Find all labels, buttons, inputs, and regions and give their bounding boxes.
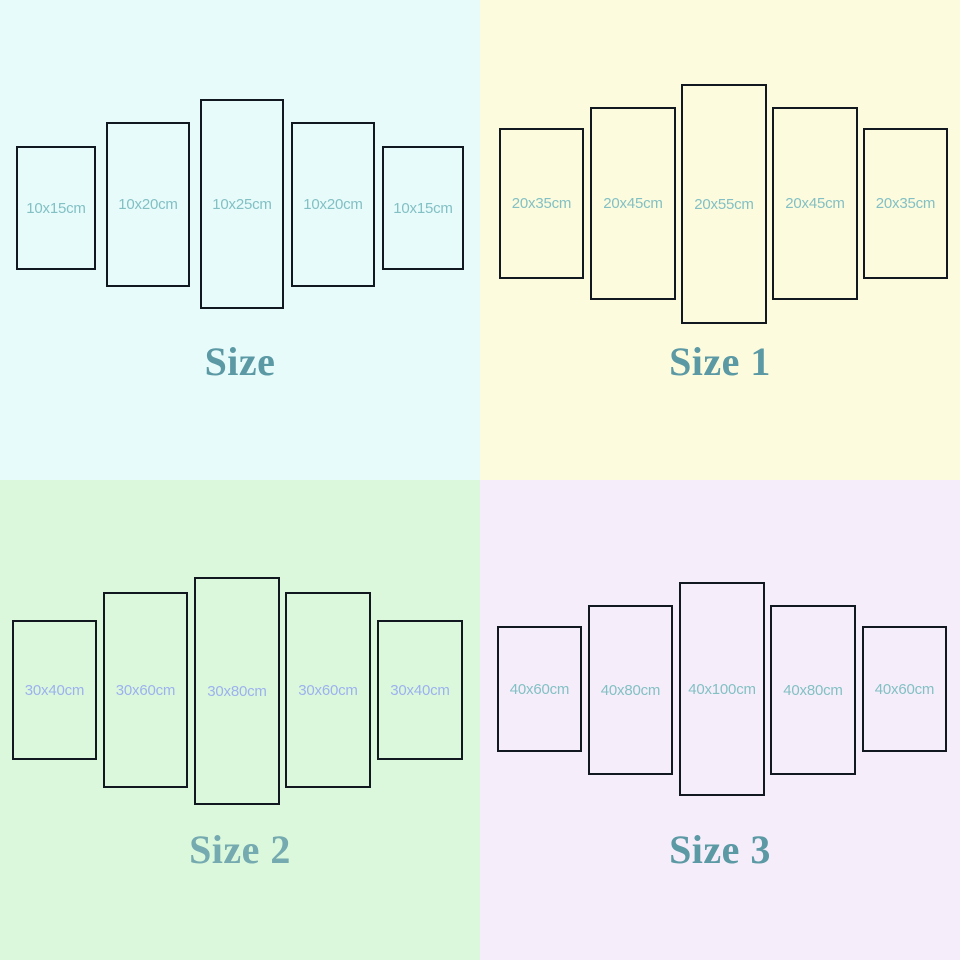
frame-size-label: 10x25cm [212, 195, 272, 213]
frame-size-label: 30x80cm [207, 682, 267, 700]
canvas-frame: 20x45cm [590, 107, 676, 300]
panel-title-size-1: Size 1 [669, 339, 771, 384]
canvas-frame: 10x20cm [106, 122, 190, 287]
panel-size-2: 30x40cm 30x60cm 30x80cm 30x60cm 30x40cm Size… [0, 480, 480, 960]
panel-title-size-2: Size 2 [189, 827, 291, 872]
canvas-frame: 10x15cm [382, 146, 464, 270]
frame-size-label: 40x80cm [600, 681, 661, 699]
frame-group-size: 10x15cm 10x20cm 10x25cm 10x20cm 10x15cm [0, 0, 480, 480]
canvas-frame: 30x60cm [103, 592, 188, 788]
canvas-frame: 30x80cm [194, 577, 280, 805]
canvas-frame: 40x60cm [862, 626, 947, 752]
frame-size-label: 10x15cm [26, 199, 86, 217]
frame-size-label: 40x60cm [874, 680, 935, 698]
canvas-frame: 30x40cm [377, 620, 463, 760]
canvas-frame: 40x80cm [770, 605, 856, 775]
frame-size-label: 30x40cm [24, 681, 85, 699]
frame-size-label: 30x60cm [115, 681, 176, 699]
frame-group-size-1: 20x35cm 20x45cm 20x55cm 20x45cm 20x35cm [480, 0, 960, 480]
frame-size-label: 20x35cm [875, 195, 936, 212]
canvas-frame: 10x25cm [200, 99, 284, 309]
canvas-frame: 40x100cm [679, 582, 765, 796]
canvas-frame: 30x40cm [12, 620, 97, 760]
canvas-frame: 10x15cm [16, 146, 96, 270]
frame-size-label: 20x35cm [511, 195, 572, 212]
canvas-frame: 40x60cm [497, 626, 582, 752]
frame-group-size-3: 40x60cm 40x80cm 40x100cm 40x80cm 40x60cm [480, 480, 960, 960]
canvas-frame: 20x35cm [499, 128, 584, 279]
frame-size-label: 10x20cm [118, 196, 178, 213]
frame-size-label: 20x45cm [785, 195, 845, 212]
panel-size-3: 40x60cm 40x80cm 40x100cm 40x80cm 40x60cm Siz… [480, 480, 960, 960]
frame-size-label: 30x60cm [298, 681, 358, 699]
canvas-frame: 40x80cm [588, 605, 673, 775]
frame-size-label: 10x15cm [393, 199, 453, 217]
frame-size-label: 30x40cm [390, 681, 450, 699]
canvas-frame: 20x35cm [863, 128, 948, 279]
frame-size-label: 40x100cm [688, 680, 756, 698]
canvas-frame: 20x55cm [681, 84, 767, 324]
frame-group-size-2: 30x40cm 30x60cm 30x80cm 30x60cm 30x40cm [0, 480, 480, 960]
frame-size-label: 20x45cm [603, 195, 663, 212]
frame-size-label: 40x80cm [783, 681, 843, 699]
canvas-frame: 30x60cm [285, 592, 371, 788]
frame-size-label: 40x60cm [509, 680, 570, 698]
panel-size-1: 20x35cm 20x45cm 20x55cm 20x45cm 20x35cm Size… [480, 0, 960, 480]
panel-size: 10x15cm 10x20cm 10x25cm 10x20cm 10x15cm Size [0, 0, 480, 480]
panel-title-size: Size [204, 339, 276, 384]
frame-size-label: 20x55cm [694, 195, 754, 213]
panel-title-size-3: Size 3 [669, 827, 771, 872]
frame-size-label: 10x20cm [303, 196, 363, 213]
canvas-frame: 10x20cm [291, 122, 375, 287]
canvas-frame: 20x45cm [772, 107, 858, 300]
